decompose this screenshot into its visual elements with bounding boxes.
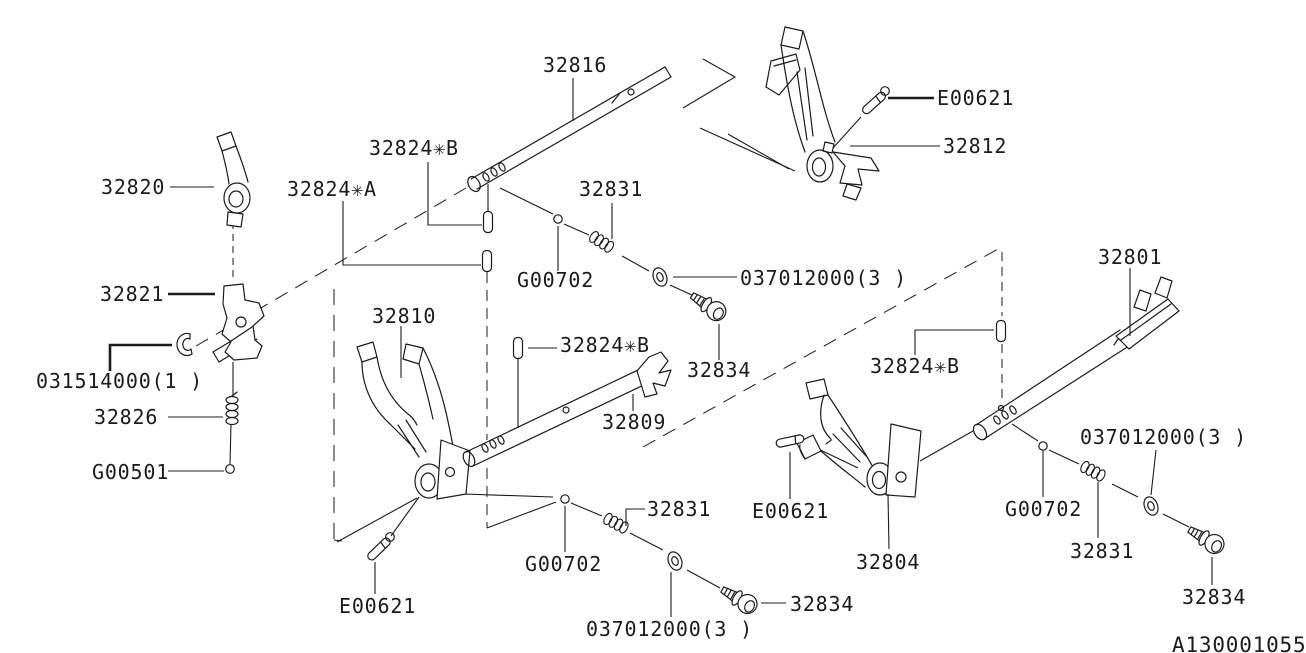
pin-e00621-top bbox=[860, 86, 890, 116]
rod-32816-drawing bbox=[467, 66, 672, 193]
label-32834-mid: 32834 bbox=[790, 592, 854, 616]
detent-bolt-top bbox=[686, 286, 731, 325]
detent-washer-mid bbox=[664, 549, 686, 573]
detent-ball-right bbox=[1038, 441, 1048, 451]
pin-32824a bbox=[481, 249, 493, 273]
label-32831-top: 32831 bbox=[579, 177, 643, 201]
detent-spring-top bbox=[587, 229, 616, 255]
fork-32804-drawing bbox=[796, 378, 922, 498]
pin-32824b-top bbox=[482, 210, 494, 234]
label-32831-right: 32831 bbox=[1070, 539, 1134, 563]
label-32834-right: 32834 bbox=[1182, 585, 1246, 609]
detent-bolt-right bbox=[1183, 520, 1229, 558]
label-32804: 32804 bbox=[856, 550, 920, 574]
label-e00621-bottom: E00621 bbox=[339, 594, 416, 618]
label-washer-bottom: 037012000(3 ) bbox=[586, 617, 753, 641]
label-g00702-right: G00702 bbox=[1005, 497, 1082, 521]
label-g00702-mid: G00702 bbox=[525, 552, 602, 576]
label-e00621-mid: E00621 bbox=[752, 499, 829, 523]
label-e00621-top: E00621 bbox=[937, 86, 1014, 110]
label-32820: 32820 bbox=[101, 175, 165, 199]
label-32816: 32816 bbox=[543, 53, 607, 77]
pin-e00621-bottom bbox=[365, 532, 395, 563]
fork-32812-drawing bbox=[765, 26, 880, 201]
callout-labels: 32816 E00621 32812 32820 32824✳B 32824✳A… bbox=[36, 53, 1306, 653]
label-32826: 32826 bbox=[94, 405, 158, 429]
pin-32824b-right bbox=[995, 319, 1007, 343]
label-g00501: G00501 bbox=[92, 460, 169, 484]
construction-lines bbox=[195, 58, 1190, 589]
lever-32820-drawing bbox=[216, 131, 251, 228]
label-32810: 32810 bbox=[372, 304, 436, 328]
detent-washer-right bbox=[1140, 494, 1162, 518]
label-32824b-mid: 32824✳B bbox=[560, 333, 650, 357]
label-32812: 32812 bbox=[943, 134, 1007, 158]
detent-spring-right bbox=[1078, 459, 1108, 483]
label-32801: 32801 bbox=[1098, 245, 1162, 269]
fork-32810-drawing bbox=[356, 341, 471, 500]
detent-bolt-mid bbox=[716, 580, 762, 618]
diagram-code: A130001055 bbox=[1172, 633, 1306, 653]
ball-g00501-drawing bbox=[225, 464, 235, 474]
rod-32809-drawing bbox=[462, 351, 672, 468]
label-32824b-top: 32824✳B bbox=[369, 136, 459, 160]
label-32824b-right: 32824✳B bbox=[870, 354, 960, 378]
label-washer-top: 037012000(3 ) bbox=[740, 266, 907, 290]
label-32834-top: 32834 bbox=[687, 358, 751, 382]
snap-ring-drawing bbox=[176, 332, 193, 357]
label-32821: 32821 bbox=[100, 282, 164, 306]
label-snap-ring: 031514000(1 ) bbox=[36, 369, 203, 393]
shaft-32801-drawing bbox=[972, 276, 1180, 441]
label-32809: 32809 bbox=[602, 410, 666, 434]
label-g00702-top: G00702 bbox=[517, 268, 594, 292]
detent-washer-top bbox=[649, 265, 671, 289]
detent-ball-mid bbox=[560, 494, 570, 504]
pin-32824b-mid bbox=[512, 336, 524, 360]
block-32821-drawing bbox=[212, 283, 265, 363]
leader-lines bbox=[108, 78, 1213, 617]
label-32824a: 32824✳A bbox=[287, 177, 377, 201]
detent-ball-top bbox=[553, 214, 563, 224]
label-washer-right: 037012000(3 ) bbox=[1080, 425, 1247, 449]
spring-32826-drawing bbox=[225, 391, 239, 426]
label-32831-mid: 32831 bbox=[647, 497, 711, 521]
